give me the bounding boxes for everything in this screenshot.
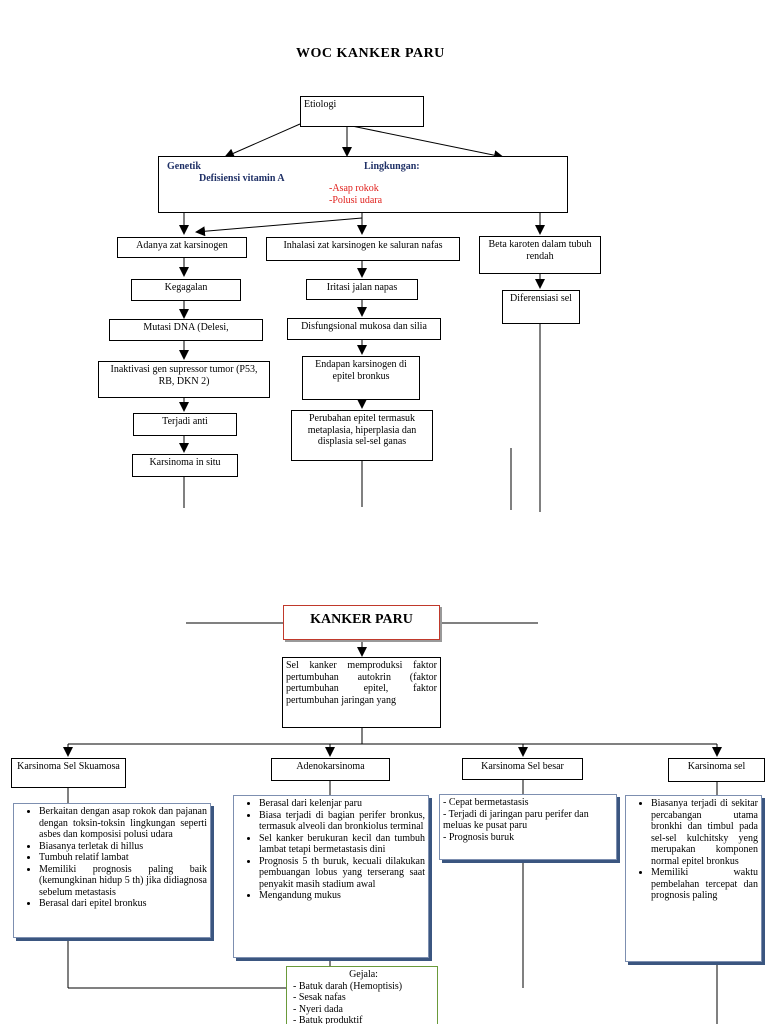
detail-list: Berkaitan dengan asap rokok dan pajanan …	[17, 806, 207, 910]
flow-box-mid-1: Inhalasi zat karsinogen ke saluran nafas	[266, 237, 460, 261]
flow-text: Terjadi anti	[162, 416, 208, 427]
flow-text: Mutasi DNA (Delesi,	[143, 322, 229, 333]
detail-item: Berkaitan dengan asap rokok dan pajanan …	[39, 806, 207, 841]
lingkungan-label: Lingkungan:	[364, 161, 420, 172]
vitamin-label: Defisiensi vitamin A	[199, 173, 285, 184]
detail-box-sel: Biasanya terjadi di sekitar percabangan …	[625, 795, 762, 962]
detail-item: Sel kanker berukuran kecil dan tumbuh la…	[259, 833, 425, 856]
detail-box-sel-besar: - Cepat bermetastasis - Terjadi di jarin…	[439, 794, 617, 860]
gejala-item: - Batuk produktif	[293, 1015, 363, 1024]
flow-text: Iritasi jalan napas	[326, 282, 398, 293]
detail-item: Tumbuh relatif lambat	[39, 852, 207, 864]
gejala-list: - Batuk darah (Hemoptisis) - Sesak nafas…	[293, 981, 434, 1024]
detail-list: Berasal dari kelenjar paru Biasa terjadi…	[237, 798, 425, 902]
cause-box: Genetik Lingkungan: Defisiensi vitamin A…	[158, 156, 568, 213]
detail-box-adeno: Berasal dari kelenjar paru Biasa terjadi…	[233, 795, 429, 958]
kanker-paru-title: KANKER PARU	[310, 612, 413, 627]
detail-item: - Prognosis buruk	[443, 831, 515, 843]
type-label-text: Karsinoma Sel Skuamosa	[17, 761, 120, 772]
asap-rokok-label: -Asap rokok	[329, 183, 379, 194]
gejala-title: Gejala:	[349, 969, 378, 980]
gejala-item: - Batuk darah (Hemoptisis)	[293, 980, 403, 992]
flow-box-left-2: Kegagalan	[131, 279, 241, 301]
flow-box-right-2: Diferensiasi sel	[502, 290, 580, 324]
flow-box-mid-4: Endapan karsinogen di epitel bronkus	[302, 356, 420, 400]
type-label-sel-besar: Karsinoma Sel besar	[462, 758, 583, 780]
detail-item: Mengandung mukus	[259, 890, 425, 902]
type-label-skuamosa: Karsinoma Sel Skuamosa	[11, 758, 126, 788]
detail-item: Biasanya terjadi di sekitar percabangan …	[651, 798, 758, 867]
flow-text: Kegagalan	[164, 282, 208, 293]
detail-item: Memiliki waktu pembelahan tercepat dan p…	[651, 867, 758, 902]
type-label-sel: Karsinoma sel	[668, 758, 765, 782]
flow-text: Karsinoma in situ	[149, 457, 221, 468]
flow-text: Inaktivasi gen supressor tumor (P53, RB,…	[110, 364, 258, 387]
flow-box-left-3: Mutasi DNA (Delesi,	[109, 319, 263, 341]
flow-text: Inhalasi zat karsinogen ke saluran nafas	[283, 240, 443, 251]
gejala-box: Gejala: - Batuk darah (Hemoptisis) - Ses…	[286, 966, 438, 1024]
kanker-desc-text: Sel kanker memproduksi faktor pertumbuha…	[286, 660, 437, 706]
flow-box-left-6: Karsinoma in situ	[132, 454, 238, 477]
type-label-text: Karsinoma sel	[687, 761, 746, 772]
detail-box-skuamosa: Berkaitan dengan asap rokok dan pajanan …	[13, 803, 211, 938]
etiologi-box: Etiologi	[300, 96, 424, 127]
kanker-desc-box: Sel kanker memproduksi faktor pertumbuha…	[282, 657, 441, 728]
gejala-item: - Sesak nafas	[293, 992, 346, 1003]
detail-list: Biasanya terjadi di sekitar percabangan …	[629, 798, 758, 902]
detail-item: Berasal dari epitel bronkus	[39, 898, 207, 910]
flow-box-mid-3: Disfungsional mukosa dan silia	[287, 318, 441, 340]
detail-item: - Cepat bermetastasis	[443, 797, 529, 808]
woc-title: WOC KANKER PARU	[296, 46, 445, 61]
flow-text: Beta karoten dalam tubuh rendah	[488, 239, 592, 262]
flow-text: Endapan karsinogen di epitel bronkus	[315, 359, 407, 382]
flow-box-left-4: Inaktivasi gen supressor tumor (P53, RB,…	[98, 361, 270, 398]
detail-item: Biasa terjadi di bagian perifer bronkus,…	[259, 810, 425, 833]
flow-box-mid-2: Iritasi jalan napas	[306, 279, 418, 300]
type-label-text: Karsinoma Sel besar	[481, 761, 564, 772]
kanker-paru-title-box: KANKER PARU	[283, 605, 440, 640]
flow-text: Disfungsional mukosa dan silia	[301, 321, 427, 332]
flow-box-right-1: Beta karoten dalam tubuh rendah	[479, 236, 601, 274]
detail-item: Berasal dari kelenjar paru	[259, 798, 425, 810]
genetik-label: Genetik	[167, 161, 201, 172]
flow-text: Perubahan epitel termasuk metaplasia, hi…	[307, 413, 417, 447]
polusi-udara-label: -Polusi udara	[329, 195, 383, 206]
detail-item: Biasanya terletak di hillus	[39, 841, 207, 853]
detail-item: Prognosis 5 th buruk, kecuali dilakukan …	[259, 856, 425, 891]
gejala-item: - Nyeri dada	[293, 1003, 343, 1015]
type-label-text: Adenokarsinoma	[296, 761, 365, 772]
detail-item: Memiliki prognosis paling baik (kemungki…	[39, 864, 207, 899]
flow-box-mid-5: Perubahan epitel termasuk metaplasia, hi…	[291, 410, 433, 461]
detail-item: - Terjadi di jaringan paru perifer dan m…	[443, 808, 589, 832]
detail-list: - Cepat bermetastasis - Terjadi di jarin…	[443, 797, 613, 843]
etiologi-label: Etiologi	[304, 99, 337, 110]
flow-text: Diferensiasi sel	[510, 293, 572, 304]
type-label-adeno: Adenokarsinoma	[271, 758, 390, 781]
flow-box-left-1: Adanya zat karsinogen	[117, 237, 247, 258]
flow-text: Adanya zat karsinogen	[136, 240, 228, 251]
flow-box-left-5: Terjadi anti	[133, 413, 237, 436]
